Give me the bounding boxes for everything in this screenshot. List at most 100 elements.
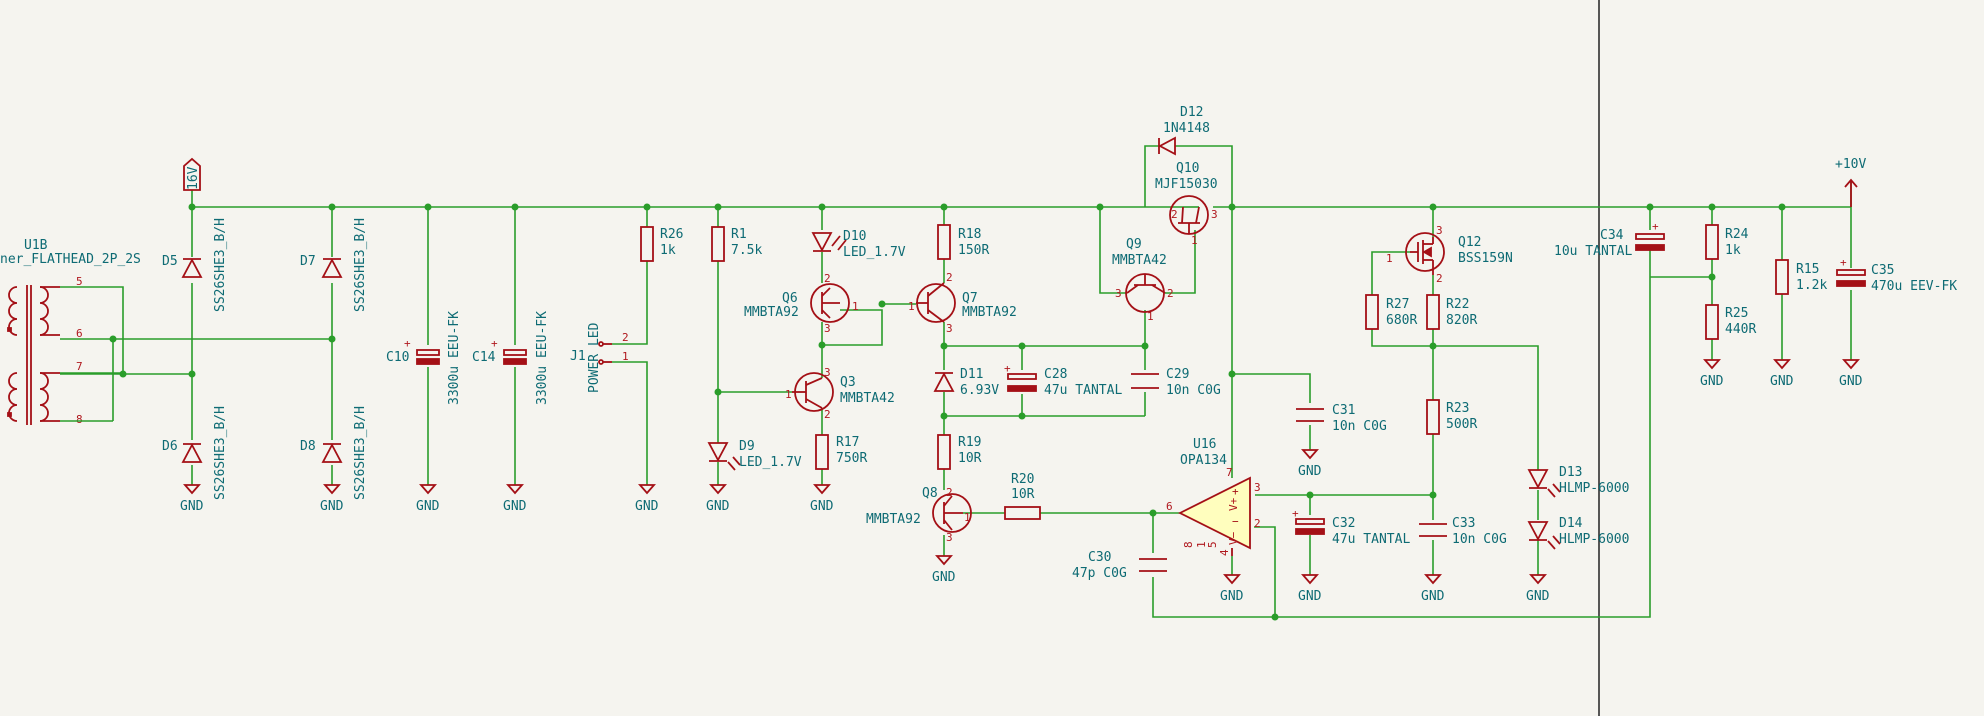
svg-text:−: − [1232,515,1239,528]
svg-text:5: 5 [76,275,83,288]
resistor-r17[interactable]: R17 750R [815,434,867,470]
svg-text:R23: R23 [1446,401,1469,416]
svg-text:Q9: Q9 [1126,237,1142,252]
svg-text:2: 2 [824,408,831,421]
svg-text:+: + [1652,220,1659,233]
connector-j1[interactable]: 2 1 J1 POWER LED [570,322,629,393]
led-d10[interactable]: D10 LED_1.7V [811,229,906,260]
transistor-q6[interactable]: 1 2 3 Q6 MMBTA92 [744,272,859,335]
opamp-u16[interactable]: U16 OPA134 6 3 2 7 + − V+ V− 8 1 4 5 [1166,437,1261,556]
diode-d8[interactable]: D8 SS26SHE3_B/H [300,406,368,500]
cap-c29[interactable]: C29 10n C0G [1131,367,1221,398]
power-16v-flag[interactable]: 16V [183,157,201,191]
svg-text:+: + [1004,362,1011,375]
resistor-r18[interactable]: R18 150R [937,224,989,260]
svg-text:3: 3 [1211,208,1218,221]
cap-c14[interactable]: + C14 3300u EEU-FK [472,311,550,405]
svg-text:D7: D7 [300,254,316,269]
gnd-label: GND [932,570,956,585]
cap-c32[interactable]: + C32 47u TANTAL [1292,507,1410,547]
u1b-value: ner_FLATHEAD_2P_2S [0,252,141,267]
svg-text:3: 3 [1115,287,1122,300]
diode-d7[interactable]: D7 SS26SHE3_B/H [300,218,368,312]
transistor-q7[interactable]: 1 2 3 Q7 MMBTA92 [908,271,1017,335]
u1b-ref: U1B [24,238,48,253]
zener-d11[interactable]: D11 6.93V [933,367,999,398]
svg-text:D11: D11 [960,367,983,382]
gnd-symbol: GND [1839,359,1863,389]
led-d14[interactable]: D14 HLMP-6000 [1527,516,1629,550]
gnd-symbol: GND [416,484,440,514]
svg-text:C33: C33 [1452,516,1475,531]
transformer-u1b[interactable]: U1B ner_FLATHEAD_2P_2S 5 6 7 8 [0,238,141,426]
resistor-r1[interactable]: R1 7.5k [711,226,762,262]
power-10v-flag[interactable]: +10V [1835,157,1866,207]
resistor-r26[interactable]: R26 1k [640,226,683,262]
svg-text:2: 2 [946,486,953,499]
svg-text:LED_1.7V: LED_1.7V [843,245,906,260]
svg-text:2: 2 [1167,287,1174,300]
gnd-label: GND [1421,589,1445,604]
svg-text:R25: R25 [1725,306,1748,321]
svg-text:7: 7 [76,360,83,373]
svg-text:SS26SHE3_B/H: SS26SHE3_B/H [213,218,228,312]
cap-c28[interactable]: + C28 47u TANTAL [1004,362,1122,398]
svg-text:6: 6 [76,327,83,340]
diode-d5[interactable]: D5 SS26SHE3_B/H [162,218,228,312]
gnd-label: GND [635,499,659,514]
resistor-r15[interactable]: R15 1.2k [1775,259,1827,295]
svg-text:1: 1 [964,511,971,524]
gnd-label: GND [503,499,527,514]
mosfet-q12[interactable]: 1 3 2 Q12 BSS159N [1386,224,1513,285]
led-d13[interactable]: D13 HLMP-6000 [1527,465,1629,498]
svg-text:+10V: +10V [1835,157,1866,172]
resistor-r22[interactable]: R22 820R [1426,294,1477,330]
gnd-symbol: GND [180,484,204,514]
svg-text:3: 3 [1254,481,1261,494]
svg-text:D10: D10 [843,229,866,244]
gnd-label: GND [1700,374,1724,389]
transistor-q10[interactable]: 2 3 1 Q10 MJF15030 [1155,161,1218,247]
svg-text:C10: C10 [386,350,409,365]
resistor-r20[interactable]: R20 10R [1004,472,1041,520]
resistor-r23[interactable]: R23 500R [1426,399,1477,435]
svg-text:HLMP-6000: HLMP-6000 [1559,481,1629,496]
transistor-q8[interactable]: 1 2 3 Q8 MMBTA92 [866,486,972,544]
svg-text:10R: 10R [958,451,982,466]
diode-d12[interactable]: D12 1N4148 [1158,105,1210,156]
gnd-symbol: GND [1700,359,1724,389]
svg-text:1: 1 [1147,310,1154,323]
svg-text:2: 2 [946,271,953,284]
svg-text:Q3: Q3 [840,375,856,390]
svg-text:150R: 150R [958,243,989,258]
svg-text:R15: R15 [1796,262,1819,277]
cap-c34[interactable]: + C34 10u TANTAL [1554,220,1665,259]
resistor-r24[interactable]: R24 1k [1705,224,1749,260]
resistor-r25[interactable]: R25 440R [1705,304,1756,340]
svg-text:470u EEV-FK: 470u EEV-FK [1871,279,1957,294]
svg-text:SS26SHE3_B/H: SS26SHE3_B/H [353,406,368,500]
transistor-q3[interactable]: 1 3 2 Q3 MMBTA42 [785,366,895,421]
resistor-r19[interactable]: R19 10R [937,434,982,470]
svg-text:C29: C29 [1166,367,1189,382]
transistor-q9[interactable]: 3 2 1 Q9 MMBTA42 [1112,237,1174,323]
svg-text:500R: 500R [1446,417,1477,432]
cap-c10[interactable]: + C10 3300u EEU-FK [386,311,462,405]
resistor-r27[interactable]: R27 680R [1365,294,1417,330]
svg-text:C35: C35 [1871,263,1894,278]
diode-d6[interactable]: D6 SS26SHE3_B/H [162,406,228,500]
cap-c30[interactable]: C30 47p C0G [1072,550,1167,581]
gnd-label: GND [416,499,440,514]
svg-text:C14: C14 [472,350,496,365]
svg-text:10n C0G: 10n C0G [1452,532,1507,547]
svg-text:8: 8 [76,413,83,426]
gnd-label: GND [1298,464,1322,479]
cap-c31[interactable]: C31 10n C0G [1296,403,1387,434]
svg-text:BSS159N: BSS159N [1458,251,1513,266]
led-d9[interactable]: D9 LED_1.7V [707,439,802,471]
cap-c33[interactable]: C33 10n C0G [1419,516,1507,547]
cap-c35[interactable]: + C35 470u EEV-FK [1836,256,1957,294]
svg-text:MMBTA92: MMBTA92 [962,305,1017,320]
svg-text:POWER LED: POWER LED [587,322,602,393]
svg-text:3: 3 [1436,224,1443,237]
